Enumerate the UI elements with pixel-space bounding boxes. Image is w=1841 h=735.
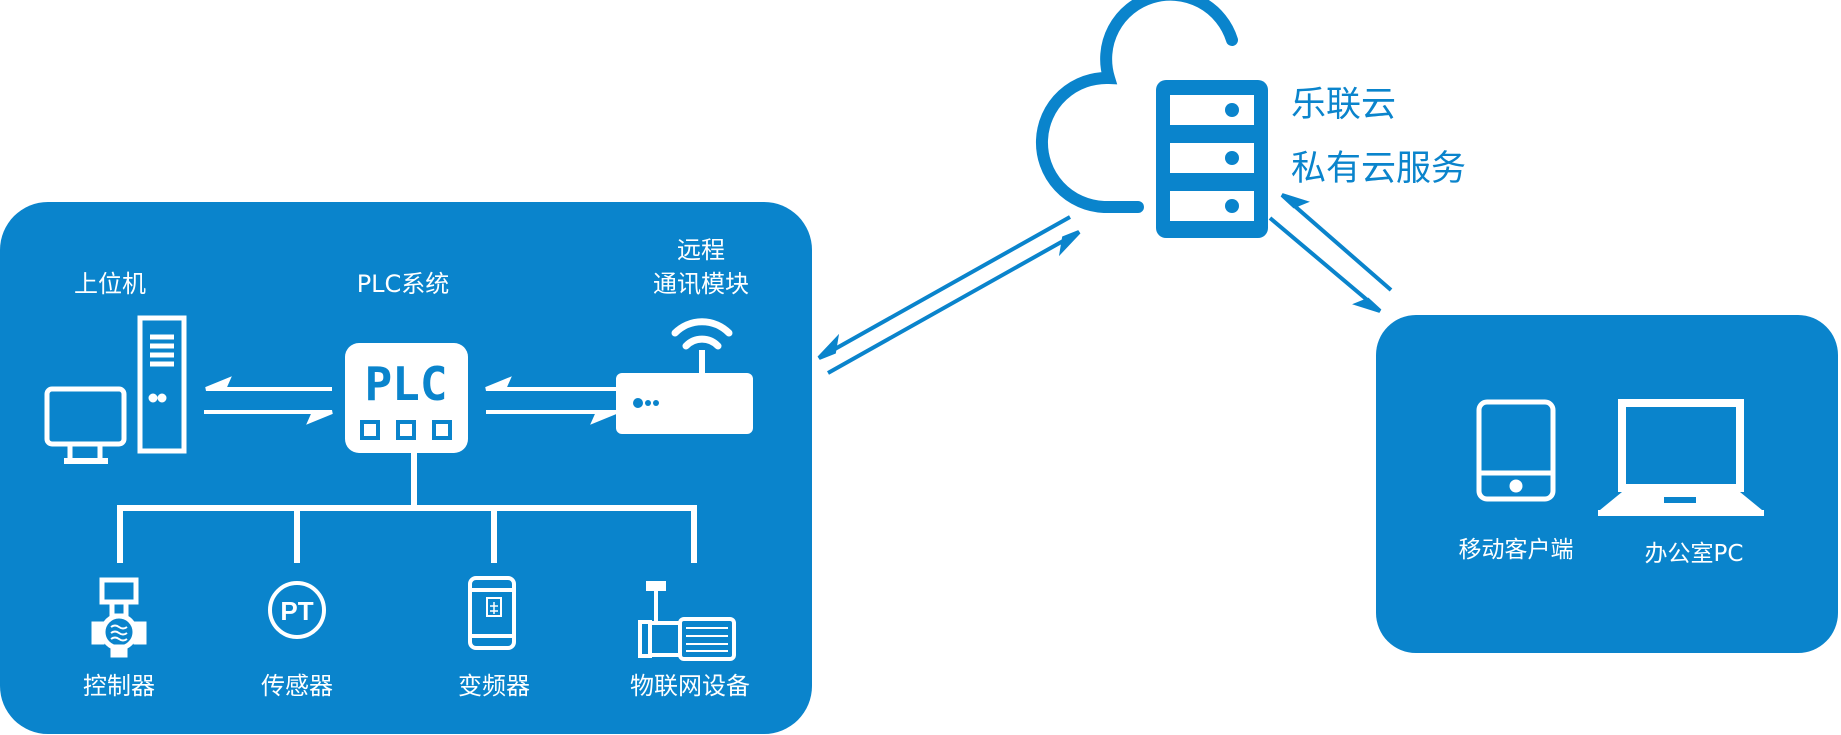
device-bus — [117, 453, 697, 563]
device-label-controller: 控制器 — [83, 672, 155, 700]
plc-system-label: PLC系统 — [356, 270, 450, 298]
cloud-client-arrows — [1268, 193, 1393, 313]
clients-panel — [1376, 315, 1838, 653]
remote-module-label-line1: 远程 — [677, 236, 725, 264]
mobile-client-label: 移动客户端 — [1458, 537, 1574, 563]
plc-icon-text: PLC — [364, 357, 447, 411]
device-label-iot: 物联网设备 — [630, 672, 750, 700]
host-pc-label: 上位机 — [74, 270, 146, 298]
plc-icon: PLC — [345, 343, 468, 453]
device-label-sensor: 传感器 — [261, 672, 333, 700]
pressure-sensor-icon-text: PT — [280, 596, 313, 626]
pump-motor-icon — [638, 581, 736, 661]
plc-module-arrows — [485, 376, 617, 425]
device-label-converter: 变频器 — [458, 672, 530, 700]
server-icon — [1156, 80, 1268, 238]
cloud-icon — [1035, 0, 1238, 213]
cloud-name: 乐联云 — [1291, 85, 1397, 125]
valve-controller-icon — [91, 577, 147, 658]
remote-module-label-line2: 通讯模块 — [653, 270, 749, 298]
site-cloud-arrows — [817, 215, 1081, 375]
office-pc-label: 办公室PC — [1644, 541, 1744, 567]
mobile-device-icon — [1476, 399, 1556, 502]
site-panel — [0, 202, 812, 734]
laptop-icon — [1598, 399, 1764, 516]
pressure-sensor-icon: PT — [268, 581, 326, 639]
remote-module-icon — [616, 318, 753, 434]
host-pc-icon — [44, 315, 187, 464]
frequency-converter-icon — [468, 576, 516, 650]
host-plc-arrows — [204, 376, 333, 425]
cloud-service-label: 私有云服务 — [1291, 149, 1467, 189]
